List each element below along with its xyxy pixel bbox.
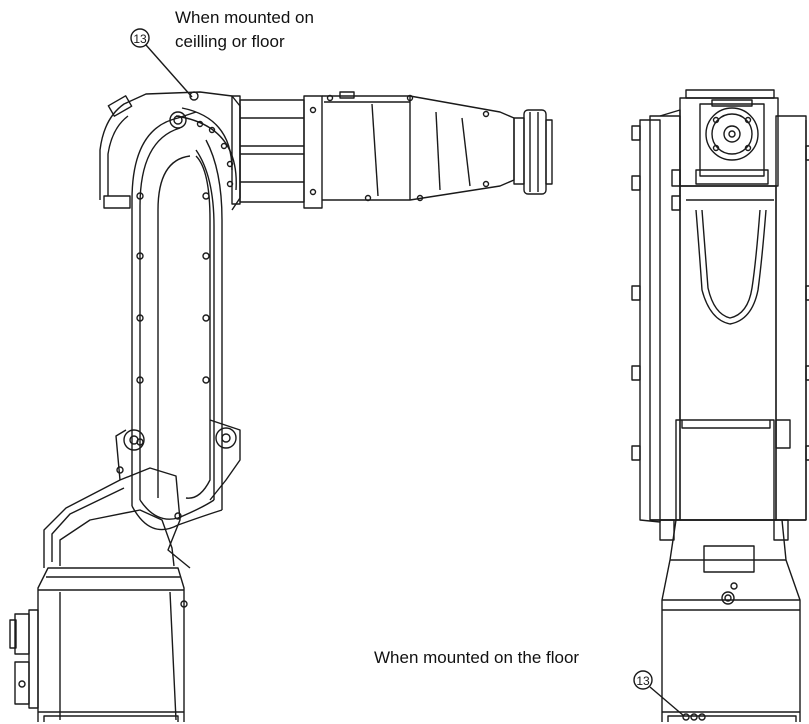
callout-top-line1: When mounted on bbox=[175, 8, 314, 27]
side-view-base bbox=[9, 567, 188, 722]
callout-bottom-marker: 13 bbox=[633, 670, 685, 717]
callout-top-marker: 13 bbox=[130, 28, 193, 98]
front-view-side-plates bbox=[631, 109, 809, 523]
front-view-wrist bbox=[679, 89, 779, 187]
side-view-forearm bbox=[231, 91, 515, 209]
side-view-upper-arm bbox=[116, 111, 223, 531]
side-view bbox=[9, 91, 553, 722]
callout-top-number: 13 bbox=[133, 32, 147, 46]
callout-bottom-number: 13 bbox=[636, 674, 650, 688]
front-view bbox=[631, 89, 809, 722]
front-view-center-body bbox=[675, 185, 791, 521]
side-view-shoulder bbox=[43, 419, 241, 569]
callout-bottom-label: When mounted on the floor bbox=[374, 648, 580, 667]
side-view-wrist bbox=[513, 109, 553, 195]
side-view-elbow bbox=[99, 91, 241, 211]
front-view-base bbox=[659, 519, 801, 722]
callout-top-line2: ceilling or floor bbox=[175, 32, 285, 51]
